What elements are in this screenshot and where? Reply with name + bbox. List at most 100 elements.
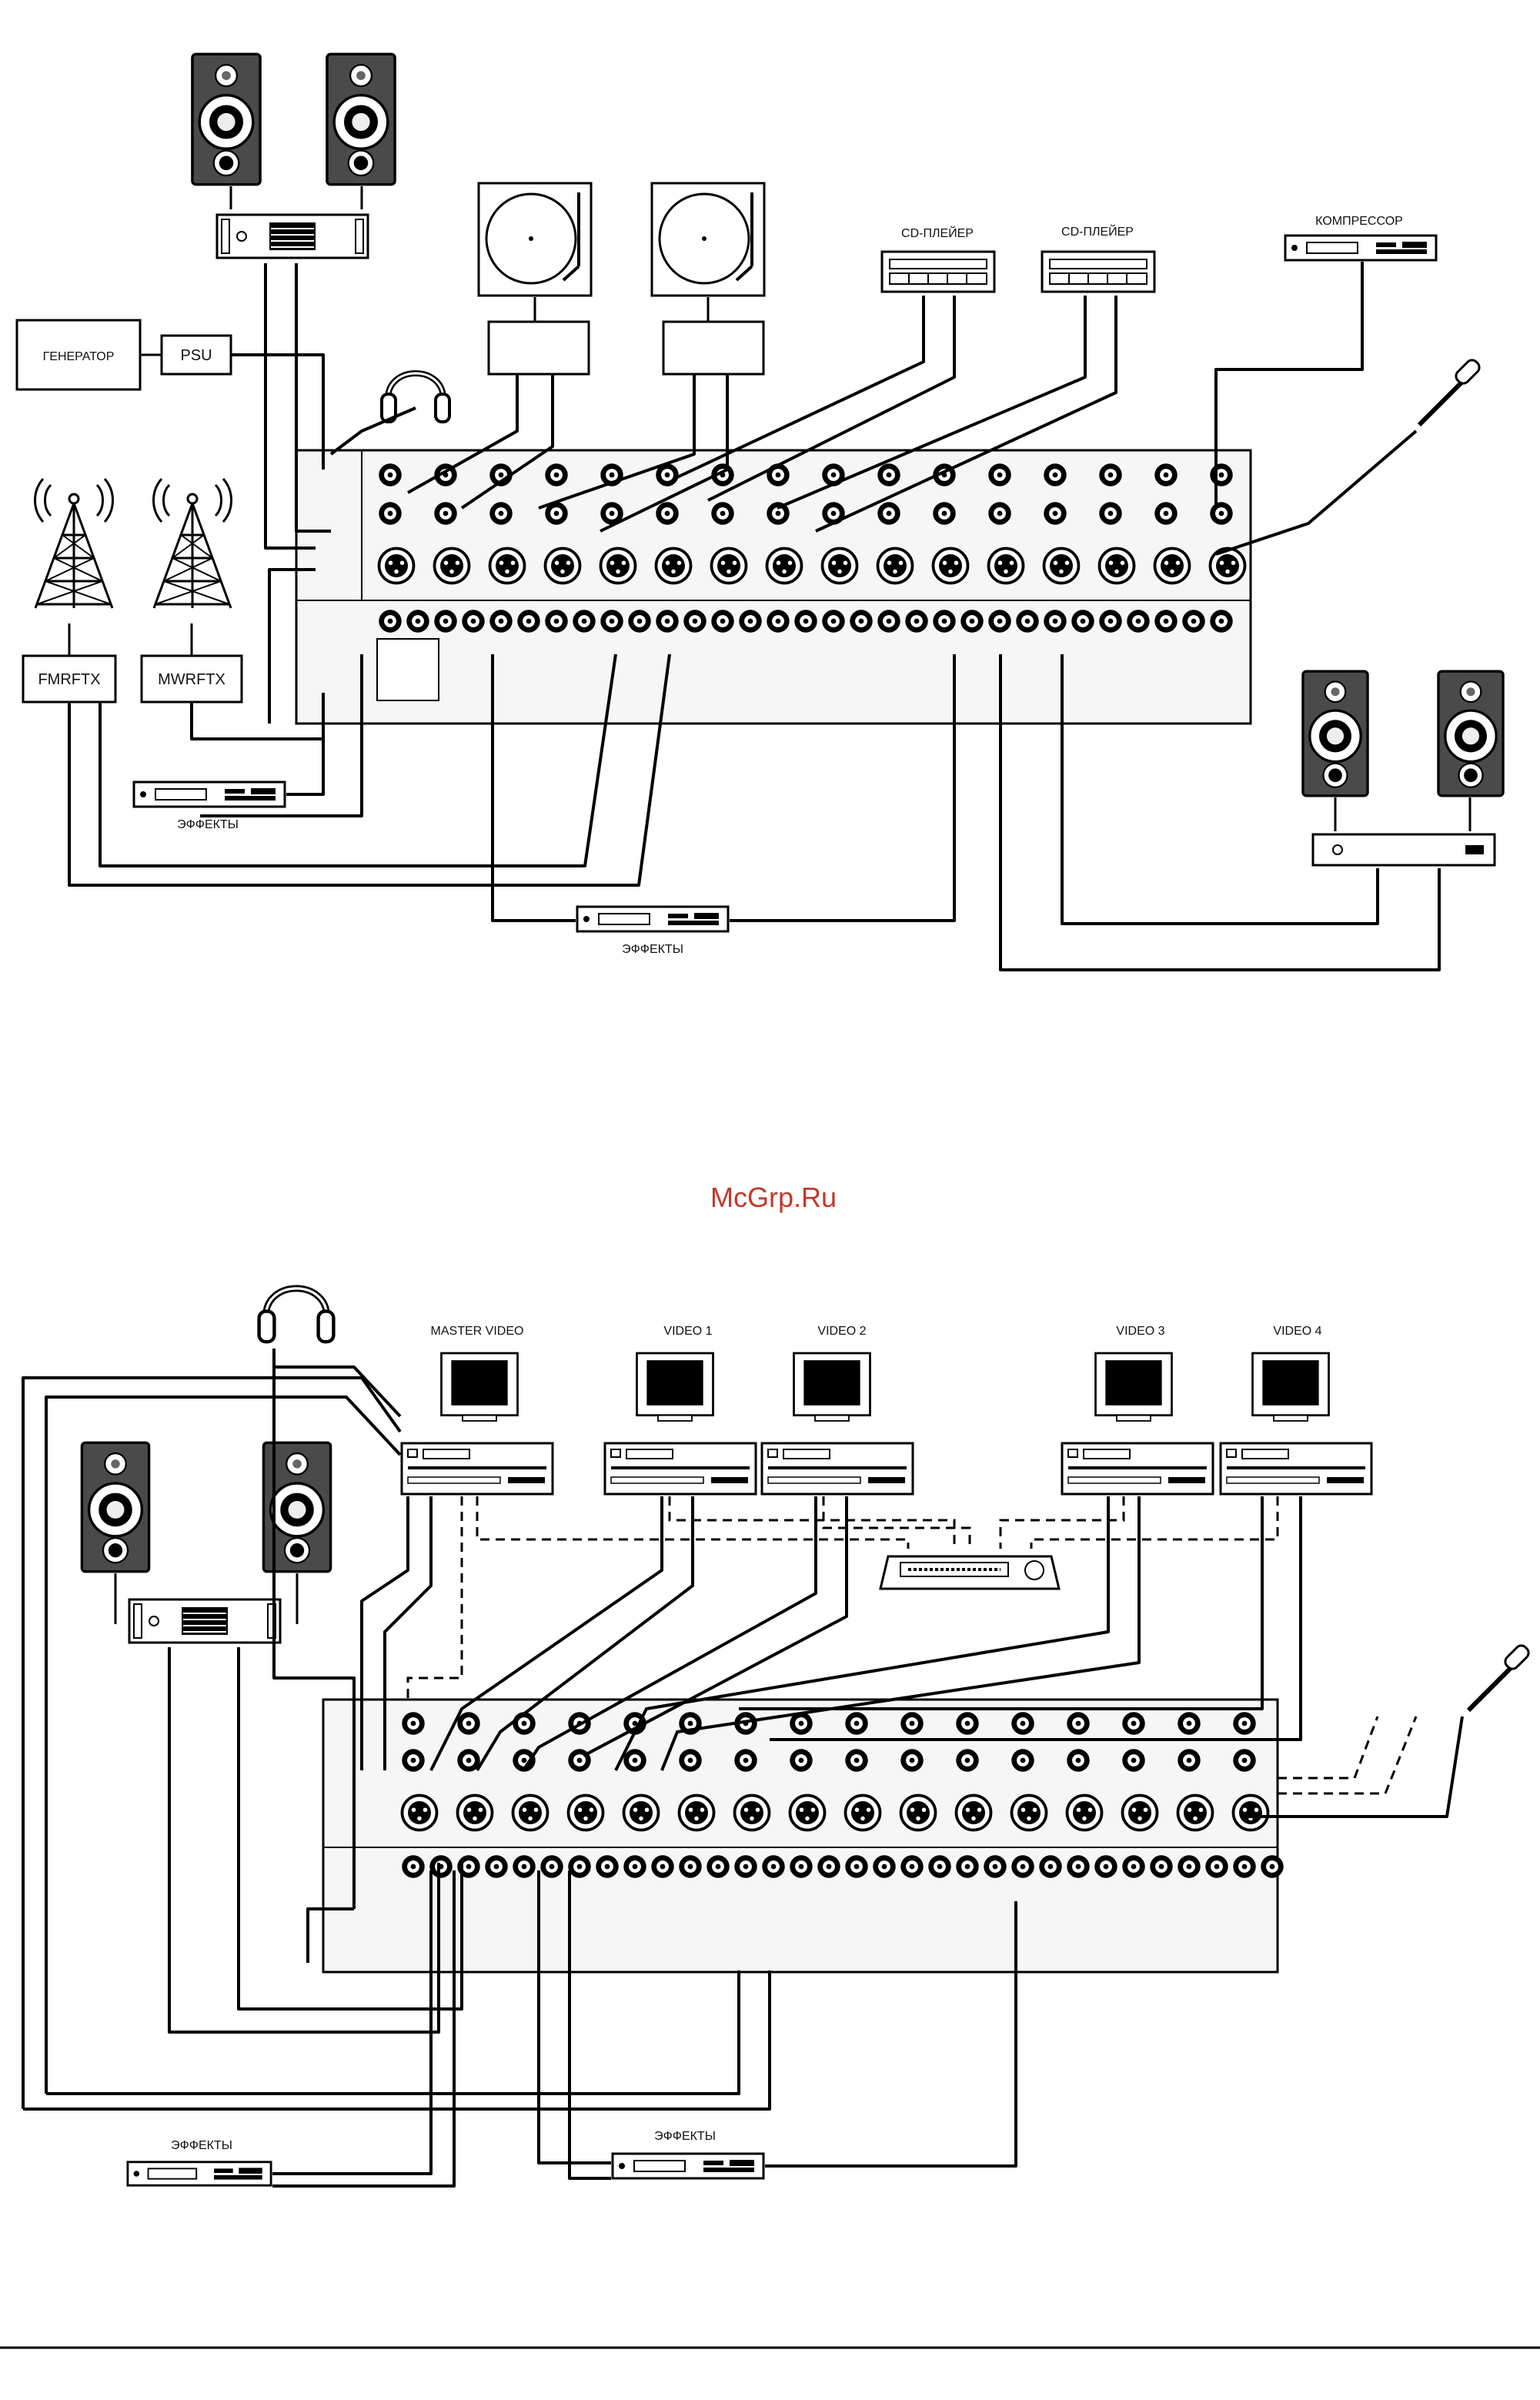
jack-socket-icon (434, 610, 456, 632)
effects-unit-icon (128, 2162, 271, 2185)
turntable-icon (652, 183, 764, 296)
mw-transmitter-label: MWRFTX (158, 671, 225, 688)
speaker-icon (82, 1442, 149, 1571)
jack-socket-icon (1071, 610, 1094, 632)
jack-socket-icon (623, 1749, 646, 1771)
video-deck-icon (1221, 1443, 1371, 1494)
amplifier-icon (217, 215, 368, 258)
jack-socket-icon (573, 610, 595, 632)
effects-unit-icon (577, 907, 728, 931)
video-label: MASTER VIDEO (431, 1325, 524, 1338)
jack-socket-icon (379, 610, 401, 632)
jack-socket-icon (1150, 1855, 1172, 1877)
jack-socket-icon (877, 610, 900, 632)
jack-socket-icon (462, 610, 484, 632)
jack-socket-icon (1233, 1749, 1255, 1771)
jack-socket-icon (1210, 463, 1232, 486)
jack-socket-icon (485, 1855, 507, 1877)
jack-socket-icon (683, 610, 706, 632)
jack-socket-icon (1233, 1855, 1255, 1877)
jack-socket-icon (845, 1712, 867, 1734)
jack-socket-icon (379, 502, 401, 524)
video-deck-icon (762, 1443, 913, 1494)
xlr-socket-icon (624, 1796, 659, 1830)
jack-socket-icon (1178, 1855, 1200, 1877)
xlr-socket-icon (546, 549, 580, 583)
cd-player-label: CD-ПЛЕЙЕР (1061, 224, 1134, 239)
jack-socket-icon (1210, 610, 1232, 632)
microphone-icon (1419, 358, 1482, 425)
xlr-socket-icon (957, 1796, 991, 1830)
xlr-socket-icon (767, 549, 802, 583)
xlr-socket-icon (934, 549, 968, 583)
jack-socket-icon (794, 610, 817, 632)
jack-socket-icon (1044, 502, 1066, 524)
jack-socket-icon (767, 610, 789, 632)
headphones-icon (259, 1289, 334, 1342)
mixing-console-icon (296, 450, 1251, 724)
jack-socket-icon (1044, 610, 1066, 632)
jack-socket-icon (1044, 463, 1066, 486)
jack-socket-icon (600, 610, 623, 632)
jack-socket-icon (988, 610, 1011, 632)
monitor-icon (1096, 1353, 1172, 1421)
jack-socket-icon (1122, 1749, 1144, 1771)
jack-socket-icon (734, 1749, 757, 1771)
xlr-socket-icon (735, 1796, 770, 1830)
jack-socket-icon (656, 610, 678, 632)
antenna-tower-icon (35, 479, 113, 608)
xlr-socket-icon (435, 549, 469, 583)
xlr-socket-icon (656, 549, 691, 583)
jack-socket-icon (1122, 1855, 1144, 1877)
jack-socket-icon (489, 502, 512, 524)
xlr-socket-icon (569, 1796, 603, 1830)
jack-socket-icon (1039, 1855, 1061, 1877)
preamp-box (489, 322, 589, 374)
jack-socket-icon (734, 1855, 757, 1877)
jack-socket-icon (1261, 1855, 1283, 1877)
jack-socket-icon (1210, 502, 1232, 524)
jack-socket-icon (596, 1855, 618, 1877)
video-deck-icon (1062, 1443, 1213, 1494)
jack-socket-icon (406, 610, 429, 632)
jack-socket-icon (905, 610, 927, 632)
jack-socket-icon (988, 502, 1011, 524)
psu-label: PSU (180, 347, 212, 364)
jack-socket-icon (1067, 1712, 1089, 1734)
speaker-icon (327, 54, 395, 184)
jack-socket-icon (429, 1855, 452, 1877)
jack-socket-icon (1099, 502, 1121, 524)
watermark: McGrp.Ru (710, 1182, 837, 1213)
jack-socket-icon (956, 1749, 978, 1771)
jack-socket-icon (707, 1855, 729, 1877)
effects-label: ЭФФЕКТЫ (177, 818, 239, 831)
turntable-icon (479, 183, 591, 296)
jack-socket-icon (900, 1855, 923, 1877)
effects-unit-icon (613, 2154, 763, 2178)
jack-socket-icon (623, 1855, 646, 1877)
fm-transmitter-label: FMRFTX (38, 671, 100, 688)
jack-socket-icon (984, 1855, 1006, 1877)
cd-player-icon (1042, 252, 1154, 292)
monitor-icon (794, 1353, 870, 1421)
xlr-socket-icon (1155, 549, 1190, 583)
compressor-label: КОМПРЕССОР (1315, 215, 1403, 228)
jack-socket-icon (1016, 610, 1038, 632)
jack-socket-icon (960, 610, 983, 632)
jack-socket-icon (568, 1855, 590, 1877)
jack-socket-icon (402, 1712, 424, 1734)
jack-socket-icon (1067, 1749, 1089, 1771)
jack-socket-icon (877, 463, 900, 486)
jack-socket-icon (545, 463, 567, 486)
jack-socket-icon (711, 502, 733, 524)
jack-socket-icon (651, 1855, 673, 1877)
xlr-socket-icon (513, 1796, 548, 1830)
jack-socket-icon (513, 1855, 535, 1877)
jack-socket-icon (956, 1855, 978, 1877)
jack-socket-icon (1178, 1712, 1200, 1734)
jack-socket-icon (679, 1855, 701, 1877)
jack-socket-icon (988, 463, 1011, 486)
xlr-socket-icon (1211, 549, 1245, 583)
